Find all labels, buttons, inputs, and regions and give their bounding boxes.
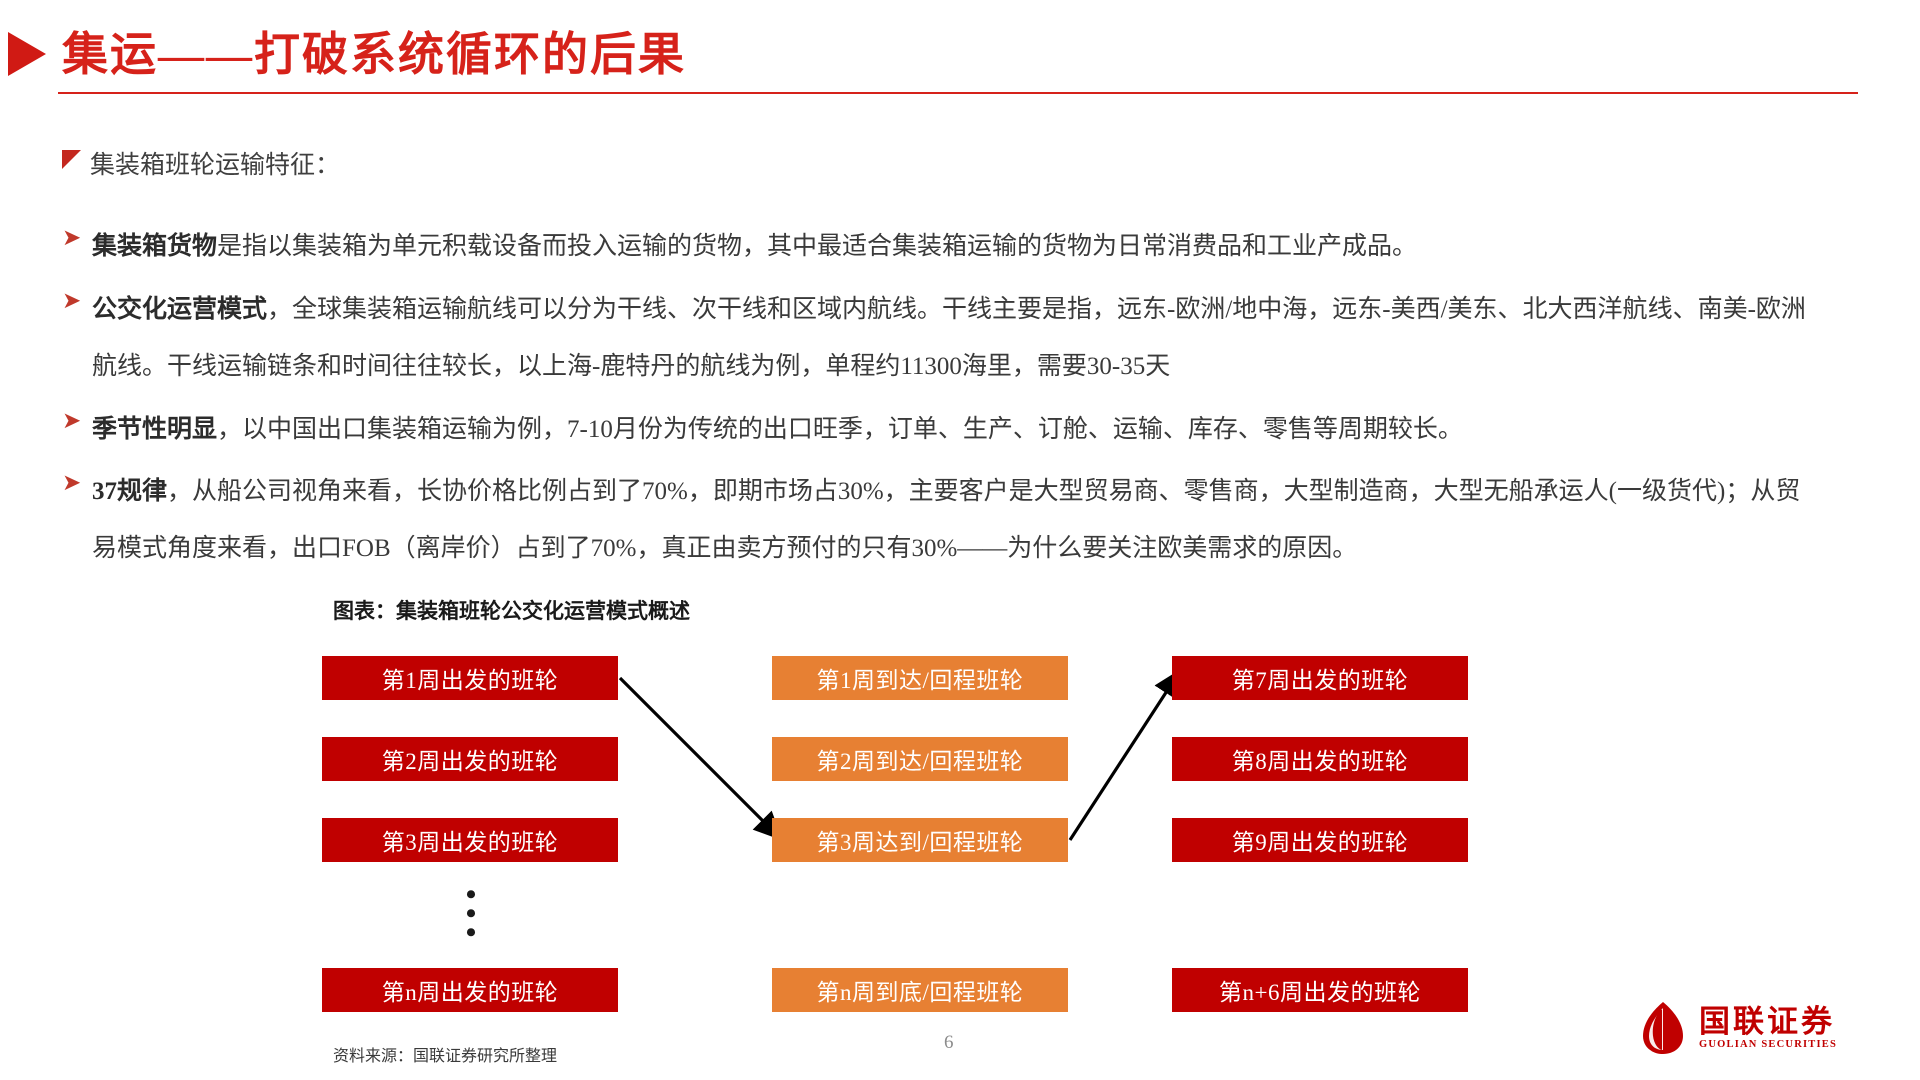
node-arrival-week2[interactable]: 第2周到达/回程班轮 [772,737,1068,781]
source-note: 资料来源：国联证券研究所整理 [333,1048,558,1065]
company-logo: 国联证券 GUOLIAN SECURITIES [1637,1000,1837,1056]
arrow-week1-to-week3-arrival [618,676,783,841]
node-departure-weekn-plus-6[interactable]: 第n+6周出发的班轮 [1172,968,1468,1012]
page-number: 6 [944,1032,954,1053]
bullet-rest: ，以中国出口集装箱运输为例，7-10月份为传统的出口旺季，订单、生产、订舱、运输… [217,416,1463,443]
bullet-lead: 集装箱货物 [92,233,218,260]
logo-name-en: GUOLIAN SECURITIES [1699,1038,1838,1050]
figure-title: 图表：集装箱班轮公交化运营模式概述 [333,599,690,623]
node-departure-weekn[interactable]: 第n周出发的班轮 [322,968,618,1012]
node-departure-week9[interactable]: 第9周出发的班轮 [1172,818,1468,862]
node-departure-week7[interactable]: 第7周出发的班轮 [1172,656,1468,700]
bullet-rest: 是指以集装箱为单元积载设备而投入运输的货物，其中最适合集装箱运输的货物为日常消费… [217,233,1418,260]
bullet-lead: 37规律 [92,478,168,505]
node-arrival-weekn[interactable]: 第n周到底/回程班轮 [772,968,1068,1012]
bullet-item: ➤ 集装箱货物是指以集装箱为单元积载设备而投入运输的货物，其中最适合集装箱运输的… [62,218,1817,275]
bullet-item: ➤ 季节性明显，以中国出口集装箱运输为例，7-10月份为传统的出口旺季，订单、生… [62,401,1817,458]
bullet-item: ➤ 公交化运营模式，全球集装箱运输航线可以分为干线、次干线和区域内航线。干线主要… [62,281,1817,395]
bullet-lead: 季节性明显 [92,416,218,443]
arrow-week3-arrival-to-week7 [1068,668,1182,841]
logo-text: 国联证券 GUOLIAN SECURITIES [1699,1005,1837,1052]
bullet-rest: ，从船公司视角来看，长协价格比例占到了70%，即期市场占30%，主要客户是大型贸… [92,478,1801,562]
bullet-arrow-icon: ➤ [62,408,82,433]
bullet-arrow-icon: ➤ [62,470,82,495]
bullet-arrow-icon: ➤ [62,225,82,250]
bullet-text: 季节性明显，以中国出口集装箱运输为例，7-10月份为传统的出口旺季，订单、生产、… [92,401,1817,458]
intro-line: 集装箱班轮运输特征： [62,145,340,181]
node-arrival-week3[interactable]: 第3周达到/回程班轮 [772,818,1068,862]
red-corner-triangle-icon [62,149,81,169]
bullet-text: 集装箱货物是指以集装箱为单元积载设备而投入运输的货物，其中最适合集装箱运输的货物… [92,218,1817,275]
bullet-text: 公交化运营模式，全球集装箱运输航线可以分为干线、次干线和区域内航线。干线主要是指… [92,281,1817,395]
header-divider [58,92,1858,94]
node-departure-week2[interactable]: 第2周出发的班轮 [322,737,618,781]
node-departure-week3[interactable]: 第3周出发的班轮 [322,818,618,862]
bullet-arrow-icon: ➤ [62,288,82,313]
vertical-ellipsis-icon: ••• [465,878,477,949]
logo-mark-icon [1637,1000,1689,1056]
header-play-triangle-icon [8,32,46,76]
page-title: 集运——打破系统循环的后果 [62,29,686,80]
node-departure-week8[interactable]: 第8周出发的班轮 [1172,737,1468,781]
slide-header: 集运——打破系统循环的后果 [0,0,1920,104]
node-departure-week1[interactable]: 第1周出发的班轮 [322,656,618,700]
intro-text: 集装箱班轮运输特征： [90,152,341,179]
bullet-text: 37规律，从船公司视角来看，长协价格比例占到了70%，即期市场占30%，主要客户… [92,463,1817,577]
logo-name-cn: 国联证券 [1699,1003,1835,1039]
bullet-item: ➤ 37规律，从船公司视角来看，长协价格比例占到了70%，即期市场占30%，主要… [62,463,1817,577]
node-arrival-week1[interactable]: 第1周到达/回程班轮 [772,656,1068,700]
bullet-lead: 公交化运营模式 [92,296,268,323]
bullet-rest: ，全球集装箱运输航线可以分为干线、次干线和区域内航线。干线主要是指，远东-欧洲/… [92,296,1806,380]
